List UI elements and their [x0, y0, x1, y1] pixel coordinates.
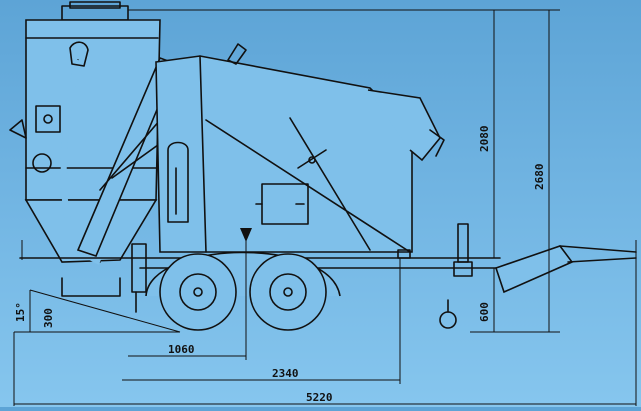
wheels [145, 251, 341, 331]
jockey-wheel [439, 311, 457, 329]
control-box [35, 105, 61, 133]
silo-lid [69, 1, 121, 9]
jack-stand [457, 223, 469, 263]
body-edge [199, 55, 207, 253]
control-knob [43, 114, 53, 124]
lever-pivot [308, 156, 316, 164]
wheel-front-hub [193, 287, 203, 297]
wheel-rear [249, 253, 327, 331]
hopper-base [61, 277, 121, 297]
dim-label-5220: 5220 [306, 391, 333, 404]
boom-brace-2 [99, 119, 161, 191]
wheel-front-rim [179, 273, 217, 311]
jack-box [453, 261, 473, 277]
tow-bar [559, 245, 637, 263]
support-leg [131, 243, 147, 293]
lever-handle [297, 149, 327, 169]
drum-housing [155, 55, 413, 253]
side-window [167, 141, 189, 223]
hose-nozzle [69, 41, 89, 67]
dim-label-300: 300 [42, 308, 55, 328]
wheel-rear-rim [269, 273, 307, 311]
top-vent [227, 43, 247, 65]
dim-label-600: 600 [478, 302, 491, 322]
drawbar [494, 245, 574, 294]
dim-label-2080: 2080 [478, 126, 491, 153]
dim-label-1060: 1060 [168, 343, 195, 356]
main-body [155, 43, 445, 253]
gauge-dial [32, 153, 52, 173]
rear-latch [429, 129, 445, 157]
wheel-front [159, 253, 237, 331]
body-diagonal [289, 117, 371, 251]
dim-label-angle: 15° [14, 302, 27, 322]
side-lever [9, 119, 27, 139]
dimensions [13, 9, 637, 406]
center-arrow [240, 228, 252, 242]
angle-line [29, 289, 181, 333]
wheel-rear-hub [283, 287, 293, 297]
frame-bracket [397, 249, 411, 259]
dim-label-2340: 2340 [272, 367, 299, 380]
dim-label-2680: 2680 [533, 164, 546, 191]
